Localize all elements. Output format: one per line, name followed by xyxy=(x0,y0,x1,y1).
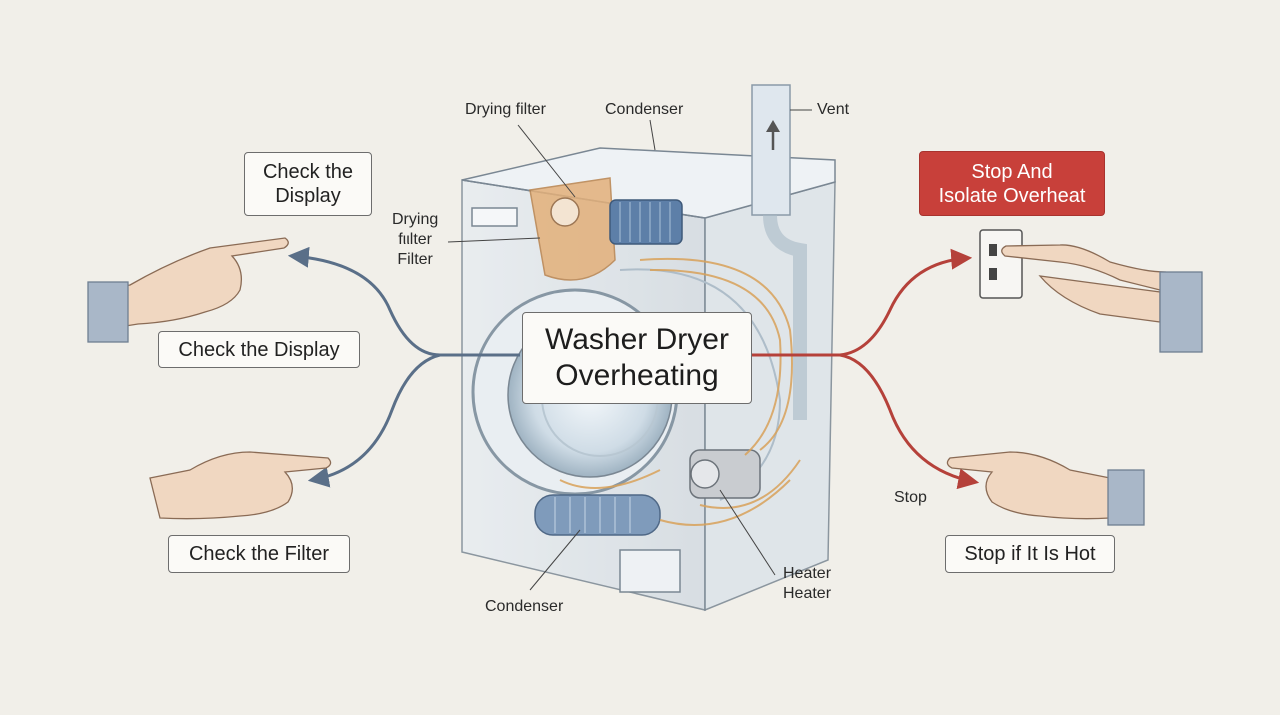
check-display-label: Check the Display xyxy=(178,338,340,361)
check-display-box: Check the Display xyxy=(158,331,360,368)
stop-isolate-line-2: Isolate Overheat xyxy=(938,184,1086,207)
internal-wiring xyxy=(559,257,801,526)
check-display-top-line-2: Display xyxy=(275,185,341,207)
callout-vent: Vent xyxy=(817,101,850,118)
right-arrows xyxy=(752,248,980,490)
left-arrows xyxy=(287,246,520,488)
callout-drying-filter-side-1: Drying xyxy=(392,211,439,228)
callout-stop: Stop xyxy=(894,489,927,506)
diagram-title-line-1: Washer Dryer xyxy=(545,323,729,356)
callout-condenser-top: Condenser xyxy=(605,101,684,118)
stop-if-hot-box: Stop if It Is Hot xyxy=(945,535,1115,573)
check-filter-box: Check the Filter xyxy=(168,535,350,573)
diagram-title-box: Washer Dryer Overheating xyxy=(522,312,752,404)
stop-if-hot-label: Stop if It Is Hot xyxy=(964,543,1096,565)
callout-heater-2: Heater xyxy=(783,585,832,602)
callout-drying-filter-side-3: Filter xyxy=(397,251,433,268)
callout-condenser-bottom: Condenser xyxy=(485,598,564,615)
check-filter-label: Check the Filter xyxy=(188,543,330,565)
diagram-title-line-2: Overheating xyxy=(555,359,719,392)
callout-drying-filter-top: Drying filter xyxy=(465,101,546,118)
callout-heater-1: Heater xyxy=(783,565,832,582)
vent-up-arrow-icon xyxy=(766,120,780,150)
check-display-box-top: Check the Display xyxy=(244,152,372,216)
callout-leaders xyxy=(447,109,812,591)
pointing-hand-icon xyxy=(87,237,1203,526)
wall-outlet-icon xyxy=(979,229,1023,299)
stop-isolate-overheat-box: Stop And Isolate Overheat xyxy=(919,151,1105,216)
callout-drying-filter-side: Drying fιιlter Filter xyxy=(392,210,438,270)
callout-heater: Heater Heater xyxy=(783,564,831,604)
check-display-top-line-1: Check the xyxy=(262,161,354,183)
stop-isolate-line-1: Stop And xyxy=(971,160,1053,183)
callout-drying-filter-side-2: fιιlter xyxy=(398,231,432,248)
